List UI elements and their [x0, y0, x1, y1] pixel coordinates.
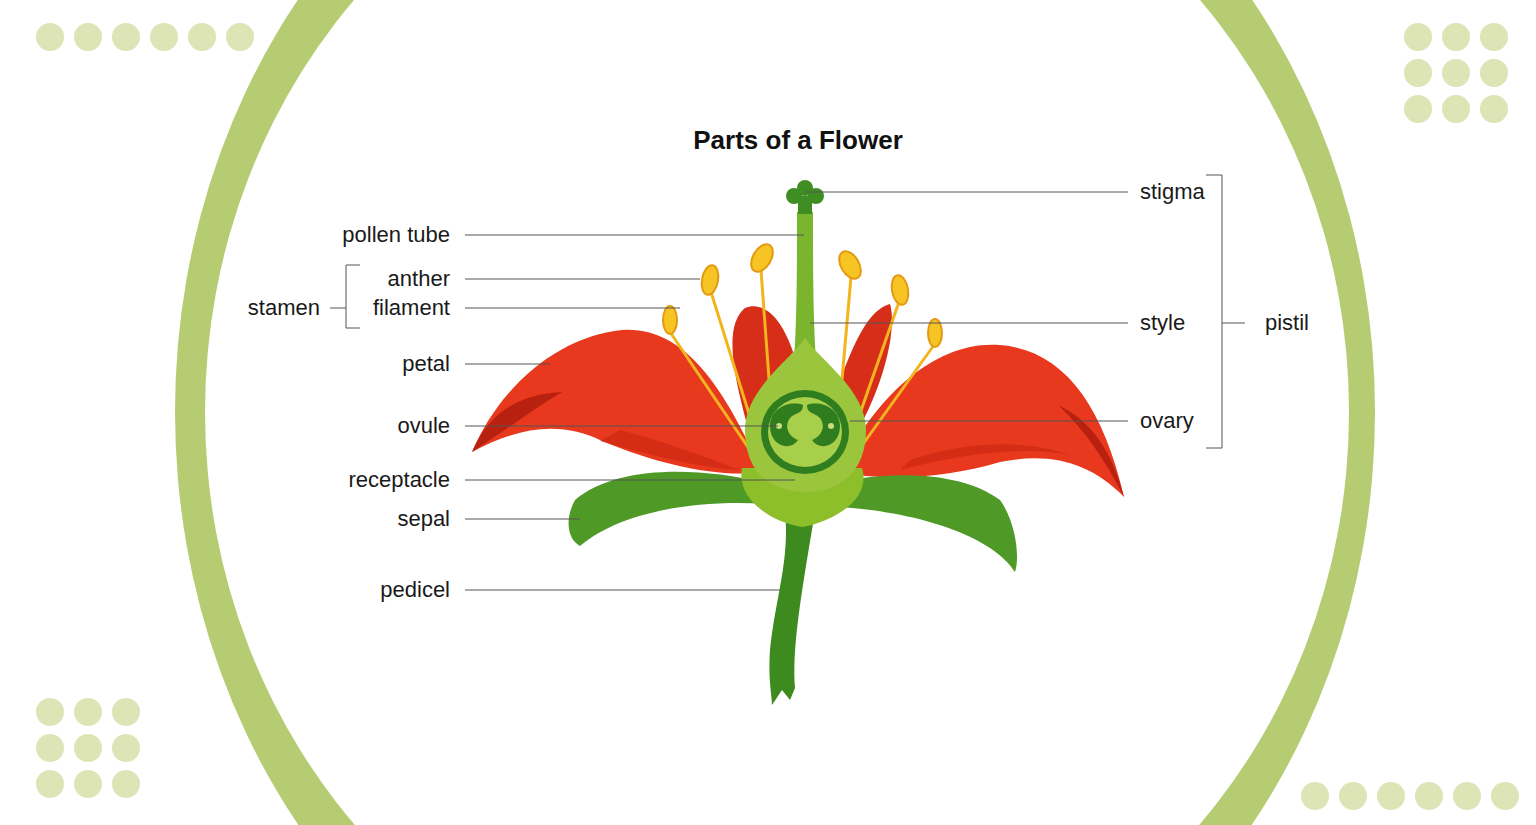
pedicel-shape — [769, 512, 815, 705]
frame-arc — [175, 0, 1375, 825]
decor-dot — [74, 698, 102, 726]
decor-dot — [74, 770, 102, 798]
anther-shape — [835, 248, 866, 283]
decor-dot — [112, 770, 140, 798]
decor-dot — [1377, 782, 1405, 810]
part-label: stigma — [1140, 179, 1205, 205]
stamen-bracket — [346, 265, 360, 328]
petal-curl — [1058, 405, 1124, 497]
leader-line — [465, 519, 580, 520]
decor-dot — [74, 734, 102, 762]
decor-dots — [36, 23, 1519, 810]
ovary-shape — [745, 338, 866, 492]
decor-dot — [36, 770, 64, 798]
decor-dot — [36, 23, 64, 51]
ovary-chamber — [768, 397, 842, 467]
decor-dot — [1480, 95, 1508, 123]
decor-dot — [36, 734, 64, 762]
diagram-title: Parts of a Flower — [693, 125, 903, 156]
leader-line — [465, 426, 778, 427]
ovule-shape — [770, 404, 803, 447]
ovary-chamber — [761, 390, 849, 474]
part-label: pollen tube — [342, 222, 450, 248]
leader-line — [805, 192, 1128, 193]
part-label: anther — [388, 266, 450, 292]
decor-dot — [1453, 782, 1481, 810]
decor-dot — [36, 698, 64, 726]
anther-shape — [747, 241, 778, 276]
leader-line — [810, 323, 1128, 324]
decor-dot — [1415, 782, 1443, 810]
part-label: sepal — [397, 506, 450, 532]
part-label: petal — [402, 351, 450, 377]
decor-dot — [1301, 782, 1329, 810]
leader-line — [465, 308, 680, 309]
decor-dot — [1404, 95, 1432, 123]
petal-shade — [600, 430, 740, 470]
bracket-tick — [330, 308, 346, 309]
stigma-shape — [798, 196, 812, 214]
part-label: ovary — [1140, 408, 1194, 434]
petal-curl — [472, 392, 562, 452]
petal-shade — [900, 444, 1070, 470]
frame-disc — [205, 0, 1349, 825]
pistil-bracket — [1206, 175, 1222, 448]
decor-dot — [150, 23, 178, 51]
style-shape — [794, 212, 816, 360]
decor-dot — [112, 23, 140, 51]
part-label: receptacle — [348, 467, 450, 493]
decor-dot — [1480, 59, 1508, 87]
leader-line — [465, 364, 550, 365]
decor-dot — [112, 698, 140, 726]
decor-dot — [1442, 23, 1470, 51]
leader-line — [850, 421, 1128, 422]
leader-line — [465, 590, 780, 591]
decor-dot — [1480, 23, 1508, 51]
ovule-shape — [807, 404, 840, 447]
anther-shape — [663, 306, 677, 334]
decor-dot — [1442, 95, 1470, 123]
decor-dot — [74, 23, 102, 51]
leader-line — [465, 480, 795, 481]
leader-line — [465, 279, 700, 280]
part-label: stamen — [248, 295, 320, 321]
part-label: filament — [373, 295, 450, 321]
ovule-dot — [828, 423, 834, 429]
decor-dot — [1404, 23, 1432, 51]
decor-dot — [1442, 59, 1470, 87]
part-label: pedicel — [380, 577, 450, 603]
leader-group — [330, 175, 1245, 590]
leader-line — [465, 235, 804, 236]
part-label: ovule — [397, 413, 450, 439]
anther-shape — [890, 274, 911, 306]
part-label: style — [1140, 310, 1185, 336]
anther-shape — [700, 264, 721, 296]
petal-shape — [472, 330, 762, 474]
decor-dot — [188, 23, 216, 51]
decor-dot — [1491, 782, 1519, 810]
decor-dot — [112, 734, 140, 762]
bracket-tick — [1222, 323, 1245, 324]
decor-dot — [226, 23, 254, 51]
part-label: pistil — [1265, 310, 1309, 336]
decor-dot — [1339, 782, 1367, 810]
decor-dot — [1404, 59, 1432, 87]
